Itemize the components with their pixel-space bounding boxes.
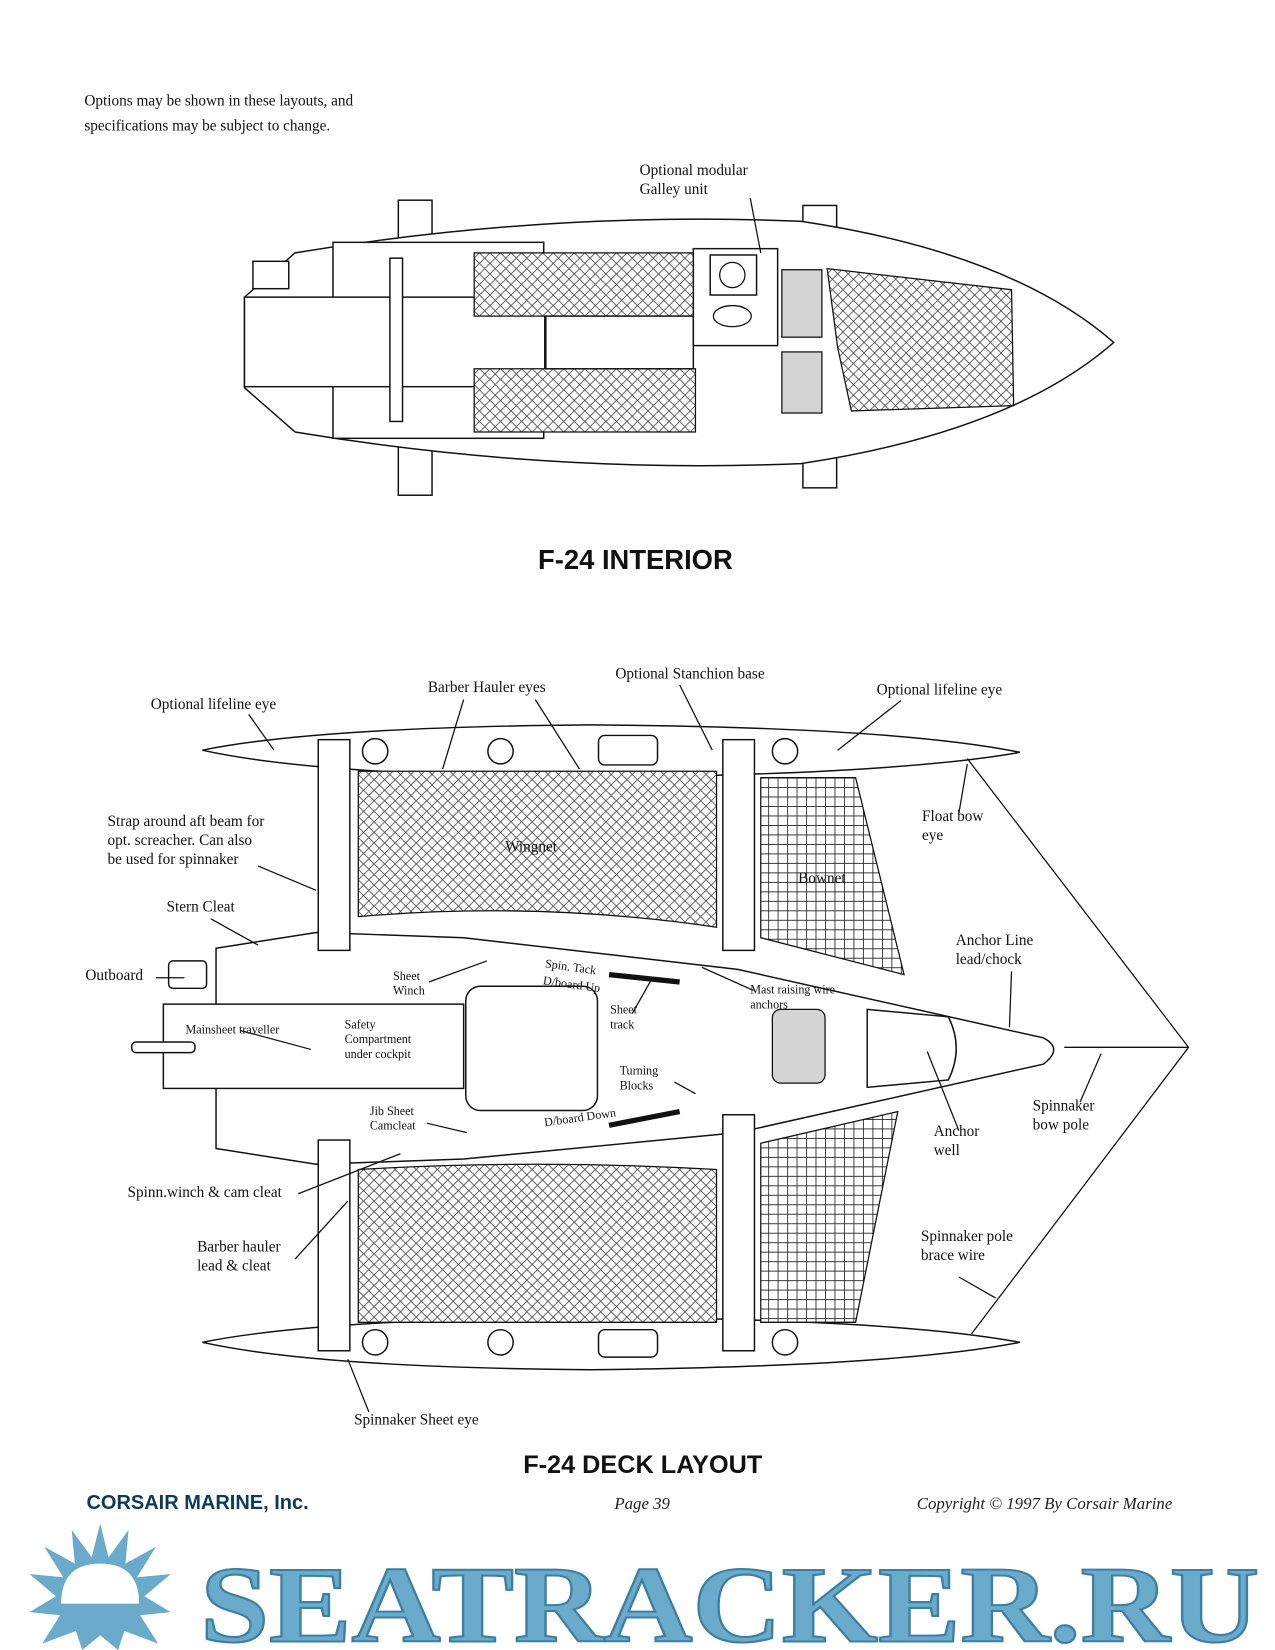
label-lifeline-eye-left: Optional lifeline eye: [151, 696, 277, 713]
galley-label-2: Galley unit: [640, 181, 709, 198]
label-outboard: Outboard: [85, 967, 143, 984]
label-strap-2: opt. screacher. Can also: [108, 832, 253, 849]
footer-page: Page 39: [613, 1494, 670, 1513]
label-sheet-track-1: Sheet: [610, 1003, 638, 1017]
wingnet-label: Wingnet: [505, 838, 558, 855]
label-sheet-winch-1: Sheet: [393, 969, 421, 983]
label-float-bow-eye-2: eye: [922, 827, 943, 844]
deck-plan: Wingnet Bownet: [131, 684, 1190, 1413]
sun-logo: [29, 1523, 171, 1650]
label-safety-1: Safety: [345, 1017, 376, 1031]
label-safety-2: Compartment: [345, 1032, 412, 1046]
interior-title: F-24 INTERIOR: [538, 544, 733, 575]
label-jib-camcleat-2: Camcleat: [370, 1119, 416, 1133]
label-anchor-well-2: well: [934, 1142, 960, 1159]
label-spin-bow-pole-1: Spinnaker: [1033, 1098, 1095, 1115]
label-sheet-track-2: track: [610, 1017, 635, 1031]
label-strap-3: be used for spinnaker: [108, 851, 239, 868]
label-anchor-line-2: lead/chock: [956, 951, 1022, 968]
label-mast-anchors-2: anchors: [750, 997, 788, 1011]
intro-line-1: Options may be shown in these layouts, a…: [84, 92, 353, 109]
label-barber-lead-2: lead & cleat: [197, 1258, 272, 1275]
bownet-label: Bownet: [798, 870, 846, 887]
label-spin-brace-1: Spinnaker pole: [921, 1228, 1013, 1245]
footer-company: CORSAIR MARINE, Inc.: [86, 1492, 308, 1514]
label-sheet-winch-2: Winch: [393, 984, 425, 998]
label-spin-brace-2: brace wire: [921, 1247, 985, 1264]
deck-title: F-24 DECK LAYOUT: [523, 1451, 763, 1479]
label-safety-3: under cockpit: [345, 1047, 412, 1061]
label-spin-bow-pole-2: bow pole: [1033, 1117, 1090, 1134]
label-strap-1: Strap around aft beam for: [108, 813, 265, 830]
galley-label-1: Optional modular: [640, 162, 748, 179]
label-lifeline-eye-right: Optional lifeline eye: [877, 681, 1003, 698]
label-anchor-well-1: Anchor: [934, 1123, 980, 1140]
label-turning-blocks-2: Blocks: [620, 1078, 654, 1092]
label-mast-anchors-1: Mast raising wire: [750, 983, 835, 997]
label-barber-hauler-eyes: Barber Hauler eyes: [428, 679, 546, 696]
label-turning-blocks-1: Turning: [620, 1064, 659, 1078]
label-stern-cleat: Stern Cleat: [167, 898, 236, 915]
label-anchor-line-1: Anchor Line: [956, 932, 1034, 949]
intro-line-2: specifications may be subject to change.: [84, 118, 330, 135]
label-barber-lead-1: Barber hauler: [197, 1239, 281, 1256]
label-jib-camcleat-1: Jib Sheet: [370, 1104, 415, 1118]
label-spinn-winch: Spinn.winch & cam cleat: [128, 1184, 283, 1201]
interior-plan: Optional modular Galley unit: [243, 162, 1115, 496]
watermark: SEATRACKER.RU: [200, 1544, 1259, 1650]
footer-copyright: Copyright © 1997 By Corsair Marine: [917, 1494, 1173, 1513]
label-spin-sheet-eye: Spinnaker Sheet eye: [354, 1412, 479, 1429]
label-stanchion-base: Optional Stanchion base: [615, 666, 764, 683]
label-float-bow-eye-1: Float bow: [922, 808, 983, 825]
label-mainsheet: Mainsheet traveller: [185, 1023, 279, 1037]
